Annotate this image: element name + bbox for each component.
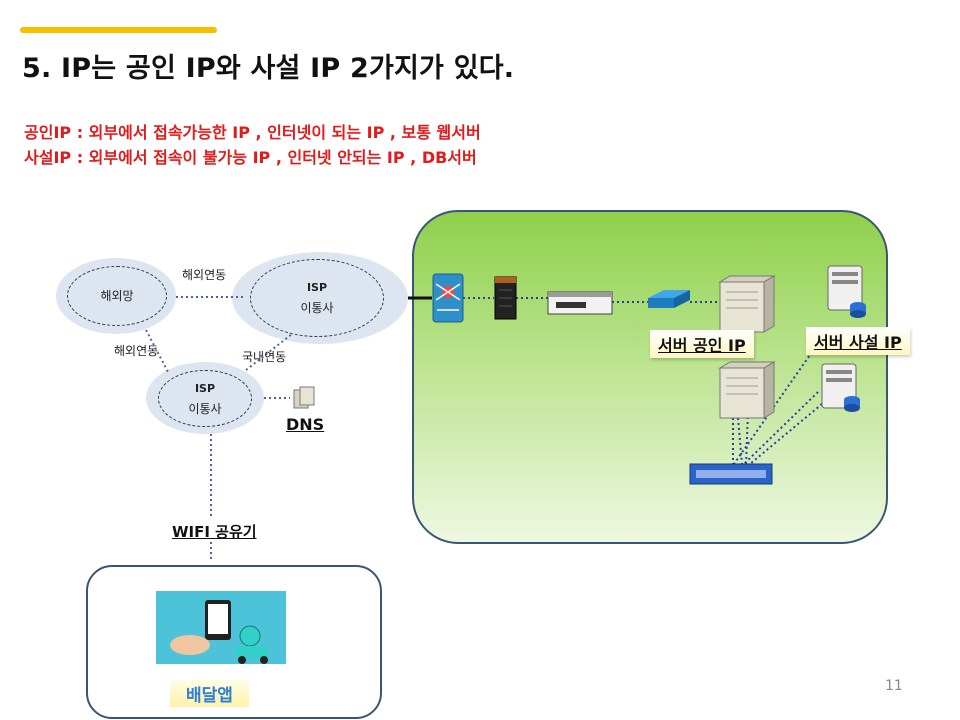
public-server-tag: 서버 공인 IP xyxy=(650,330,754,358)
private-server-tag: 서버 사설 IP xyxy=(806,327,910,355)
db-server-icon-2 xyxy=(821,363,860,412)
isp-bottom-line2: 이통사 xyxy=(188,401,222,416)
overseas-network: 해외망 xyxy=(67,266,167,326)
dns-server-icon xyxy=(293,386,315,409)
server-network-area xyxy=(412,210,888,544)
title-accent-bar xyxy=(20,27,217,33)
overseas-network-label: 해외망 xyxy=(100,289,134,303)
isp-top: ISP 이통사 xyxy=(250,259,384,337)
delivery-app-label: 배달앱 xyxy=(170,680,249,707)
isp-top-line2: 이통사 xyxy=(300,301,334,315)
slide-title: 5. IP는 공인 IP와 사설 IP 2가지가 있다. xyxy=(22,53,515,84)
l4-switch-icon xyxy=(547,291,613,315)
wifi-router-label: WIFI 공유기 xyxy=(172,523,257,541)
app-server-icon xyxy=(718,361,776,419)
web-server-icon xyxy=(718,275,776,333)
dns-label: DNS xyxy=(286,415,325,434)
delivery-app-image xyxy=(156,591,286,664)
internal-switch-icon xyxy=(689,463,773,485)
overseas-link-label-left: 해외연동 xyxy=(114,344,159,358)
page-number: 11 xyxy=(885,678,903,694)
public-ip-definition: 공인IP : 외부에서 접속가능한 IP , 인터넷이 되는 IP , 보통 웹… xyxy=(24,123,481,142)
db-server-icon xyxy=(827,265,866,318)
switch-icon xyxy=(648,290,690,308)
isp-top-line1: ISP xyxy=(306,281,328,294)
domestic-link-label: 국내연동 xyxy=(242,350,287,364)
private-ip-definition: 사설IP : 외부에서 접속이 불가능 IP , 인터넷 안되는 IP , DB… xyxy=(24,148,477,167)
isp-bottom: ISP 이통사 xyxy=(158,370,252,427)
overseas-link-label-top: 해외연동 xyxy=(182,268,227,282)
isp-bottom-line1: ISP xyxy=(194,381,216,395)
router-icon xyxy=(432,273,464,323)
firewall-icon xyxy=(494,276,517,320)
